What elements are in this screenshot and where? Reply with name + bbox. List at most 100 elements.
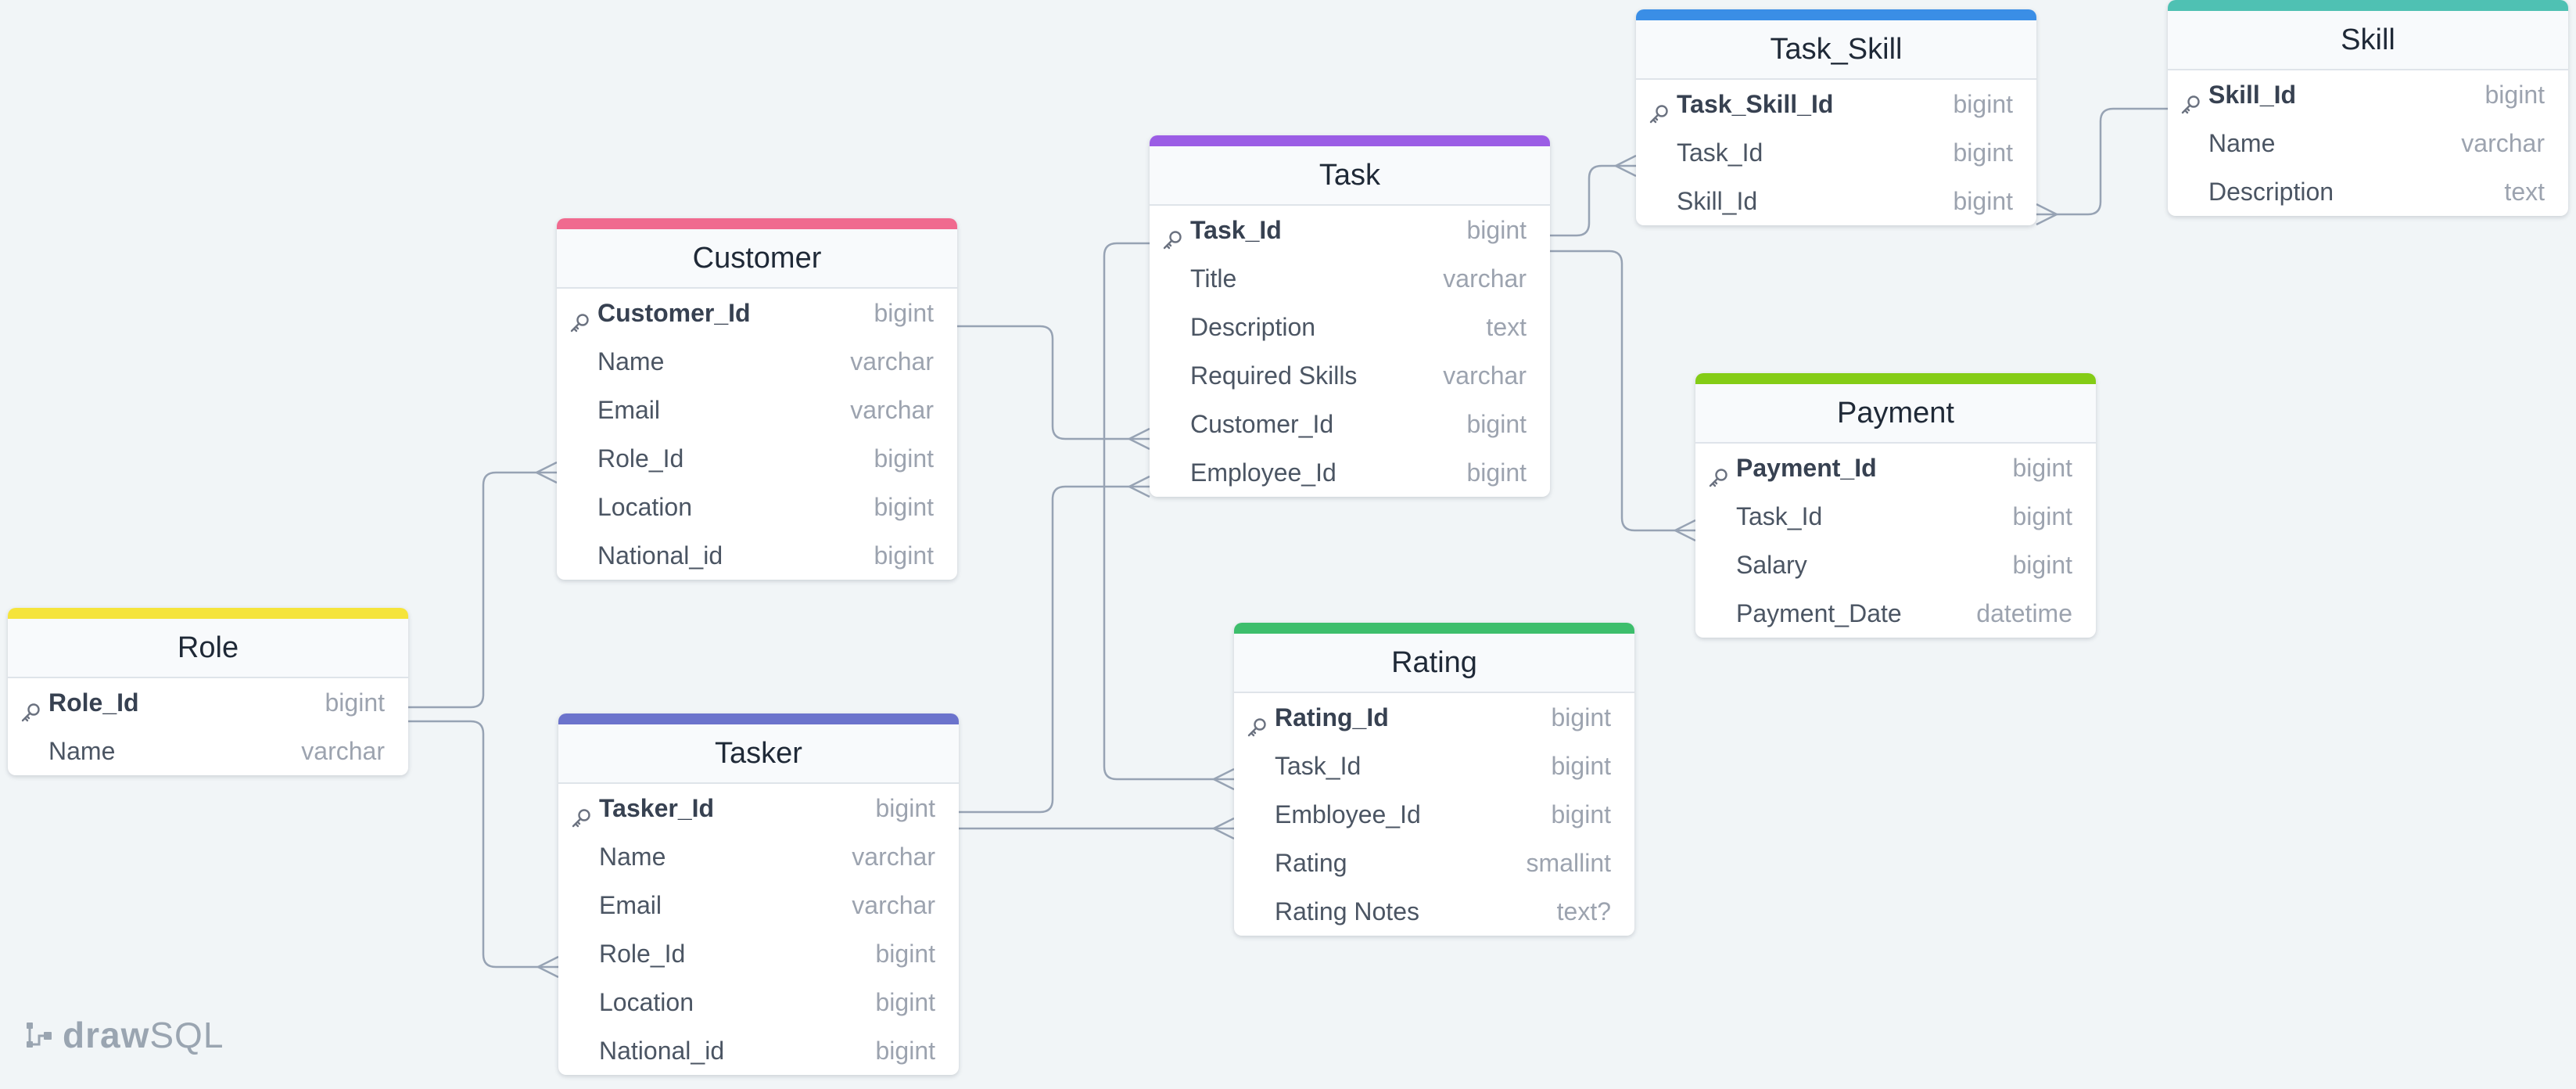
relationship-line[interactable] — [1550, 164, 1636, 237]
column-row-national-id[interactable]: National_id bigint — [557, 531, 957, 580]
column-name: Description — [1190, 313, 1316, 341]
table-color-bar — [1150, 135, 1550, 146]
relationship-customer-customer-id-to-task-customer-id[interactable] — [957, 325, 1150, 451]
relationship-role-role-id-to-tasker-role-id[interactable] — [408, 720, 559, 979]
relationship-line[interactable] — [1550, 250, 1695, 532]
primary-key-icon — [1161, 219, 1184, 250]
relationship-role-role-id-to-customer-role-id[interactable] — [408, 461, 558, 709]
crows-foot-icon — [536, 955, 559, 979]
relationship-line[interactable] — [957, 325, 1150, 440]
column-name: Tasker_Id — [599, 794, 715, 822]
column-type: bigint — [1953, 90, 2014, 118]
column-row-payment-id[interactable]: Payment_Id bigint — [1695, 444, 2096, 492]
table-title[interactable]: Payment — [1695, 384, 2096, 444]
table-title[interactable]: Task — [1150, 146, 1550, 206]
relationship-tasker-tasker-id-to-rating-embloyee-id[interactable] — [959, 817, 1235, 840]
relationship-line[interactable] — [408, 720, 558, 969]
primary-key-icon — [19, 692, 42, 722]
column-type: bigint — [2012, 454, 2073, 482]
relationship-line[interactable] — [1103, 242, 1234, 781]
table-title[interactable]: Rating — [1234, 634, 1634, 693]
column-name: Name — [48, 737, 116, 765]
column-type: varchar — [1443, 361, 1527, 390]
column-type: bigint — [874, 541, 935, 570]
relationship-task-task-id-to-payment-task-id[interactable] — [1550, 250, 1696, 542]
column-name: Role_Id — [599, 940, 686, 968]
column-row-salary[interactable]: Salary bigint — [1695, 541, 2096, 589]
column-name: Role_Id — [597, 444, 684, 473]
relationship-line[interactable] — [2036, 107, 2168, 216]
table-title[interactable]: Task_Skill — [1636, 20, 2036, 80]
relationship-tasker-tasker-id-to-task-employee-id[interactable] — [959, 475, 1150, 814]
table-title[interactable]: Skill — [2168, 11, 2568, 70]
table-title[interactable]: Role — [8, 619, 408, 678]
primary-key-icon — [568, 302, 591, 332]
column-name: Location — [597, 493, 692, 521]
relationship-task-task-id-to-task-skill-task-id[interactable] — [1550, 154, 1637, 237]
relationship-line[interactable] — [959, 485, 1150, 814]
relationship-task-task-id-to-rating-task-id[interactable] — [1103, 242, 1235, 791]
column-name: Payment_Id — [1736, 454, 1877, 482]
column-row-national-id[interactable]: National_id bigint — [558, 1026, 959, 1075]
column-name: National_id — [597, 541, 723, 570]
column-name: Employee_Id — [1190, 458, 1336, 487]
crows-foot-icon — [1127, 427, 1150, 451]
column-name: Salary — [1736, 551, 1807, 579]
column-name: National_id — [599, 1037, 725, 1065]
relationship-skill-skill-id-to-task-skill-skill-id[interactable] — [2036, 107, 2168, 226]
column-type: bigint — [874, 444, 935, 473]
column-type: varchar — [850, 347, 934, 376]
column-type: bigint — [2012, 551, 2073, 579]
column-type: bigint — [875, 1037, 936, 1065]
column-row-role-id[interactable]: Role_Id bigint — [557, 434, 957, 483]
column-name: Payment_Date — [1736, 599, 1902, 627]
table-title[interactable]: Customer — [557, 229, 957, 289]
column-type: varchar — [2461, 129, 2545, 157]
relationship-line[interactable] — [408, 471, 557, 709]
crows-foot-icon — [1127, 475, 1150, 498]
primary-key-icon — [1647, 93, 1670, 124]
column-name: Email — [597, 396, 661, 424]
table-title[interactable]: Tasker — [558, 724, 959, 784]
column-type: bigint — [875, 988, 936, 1016]
